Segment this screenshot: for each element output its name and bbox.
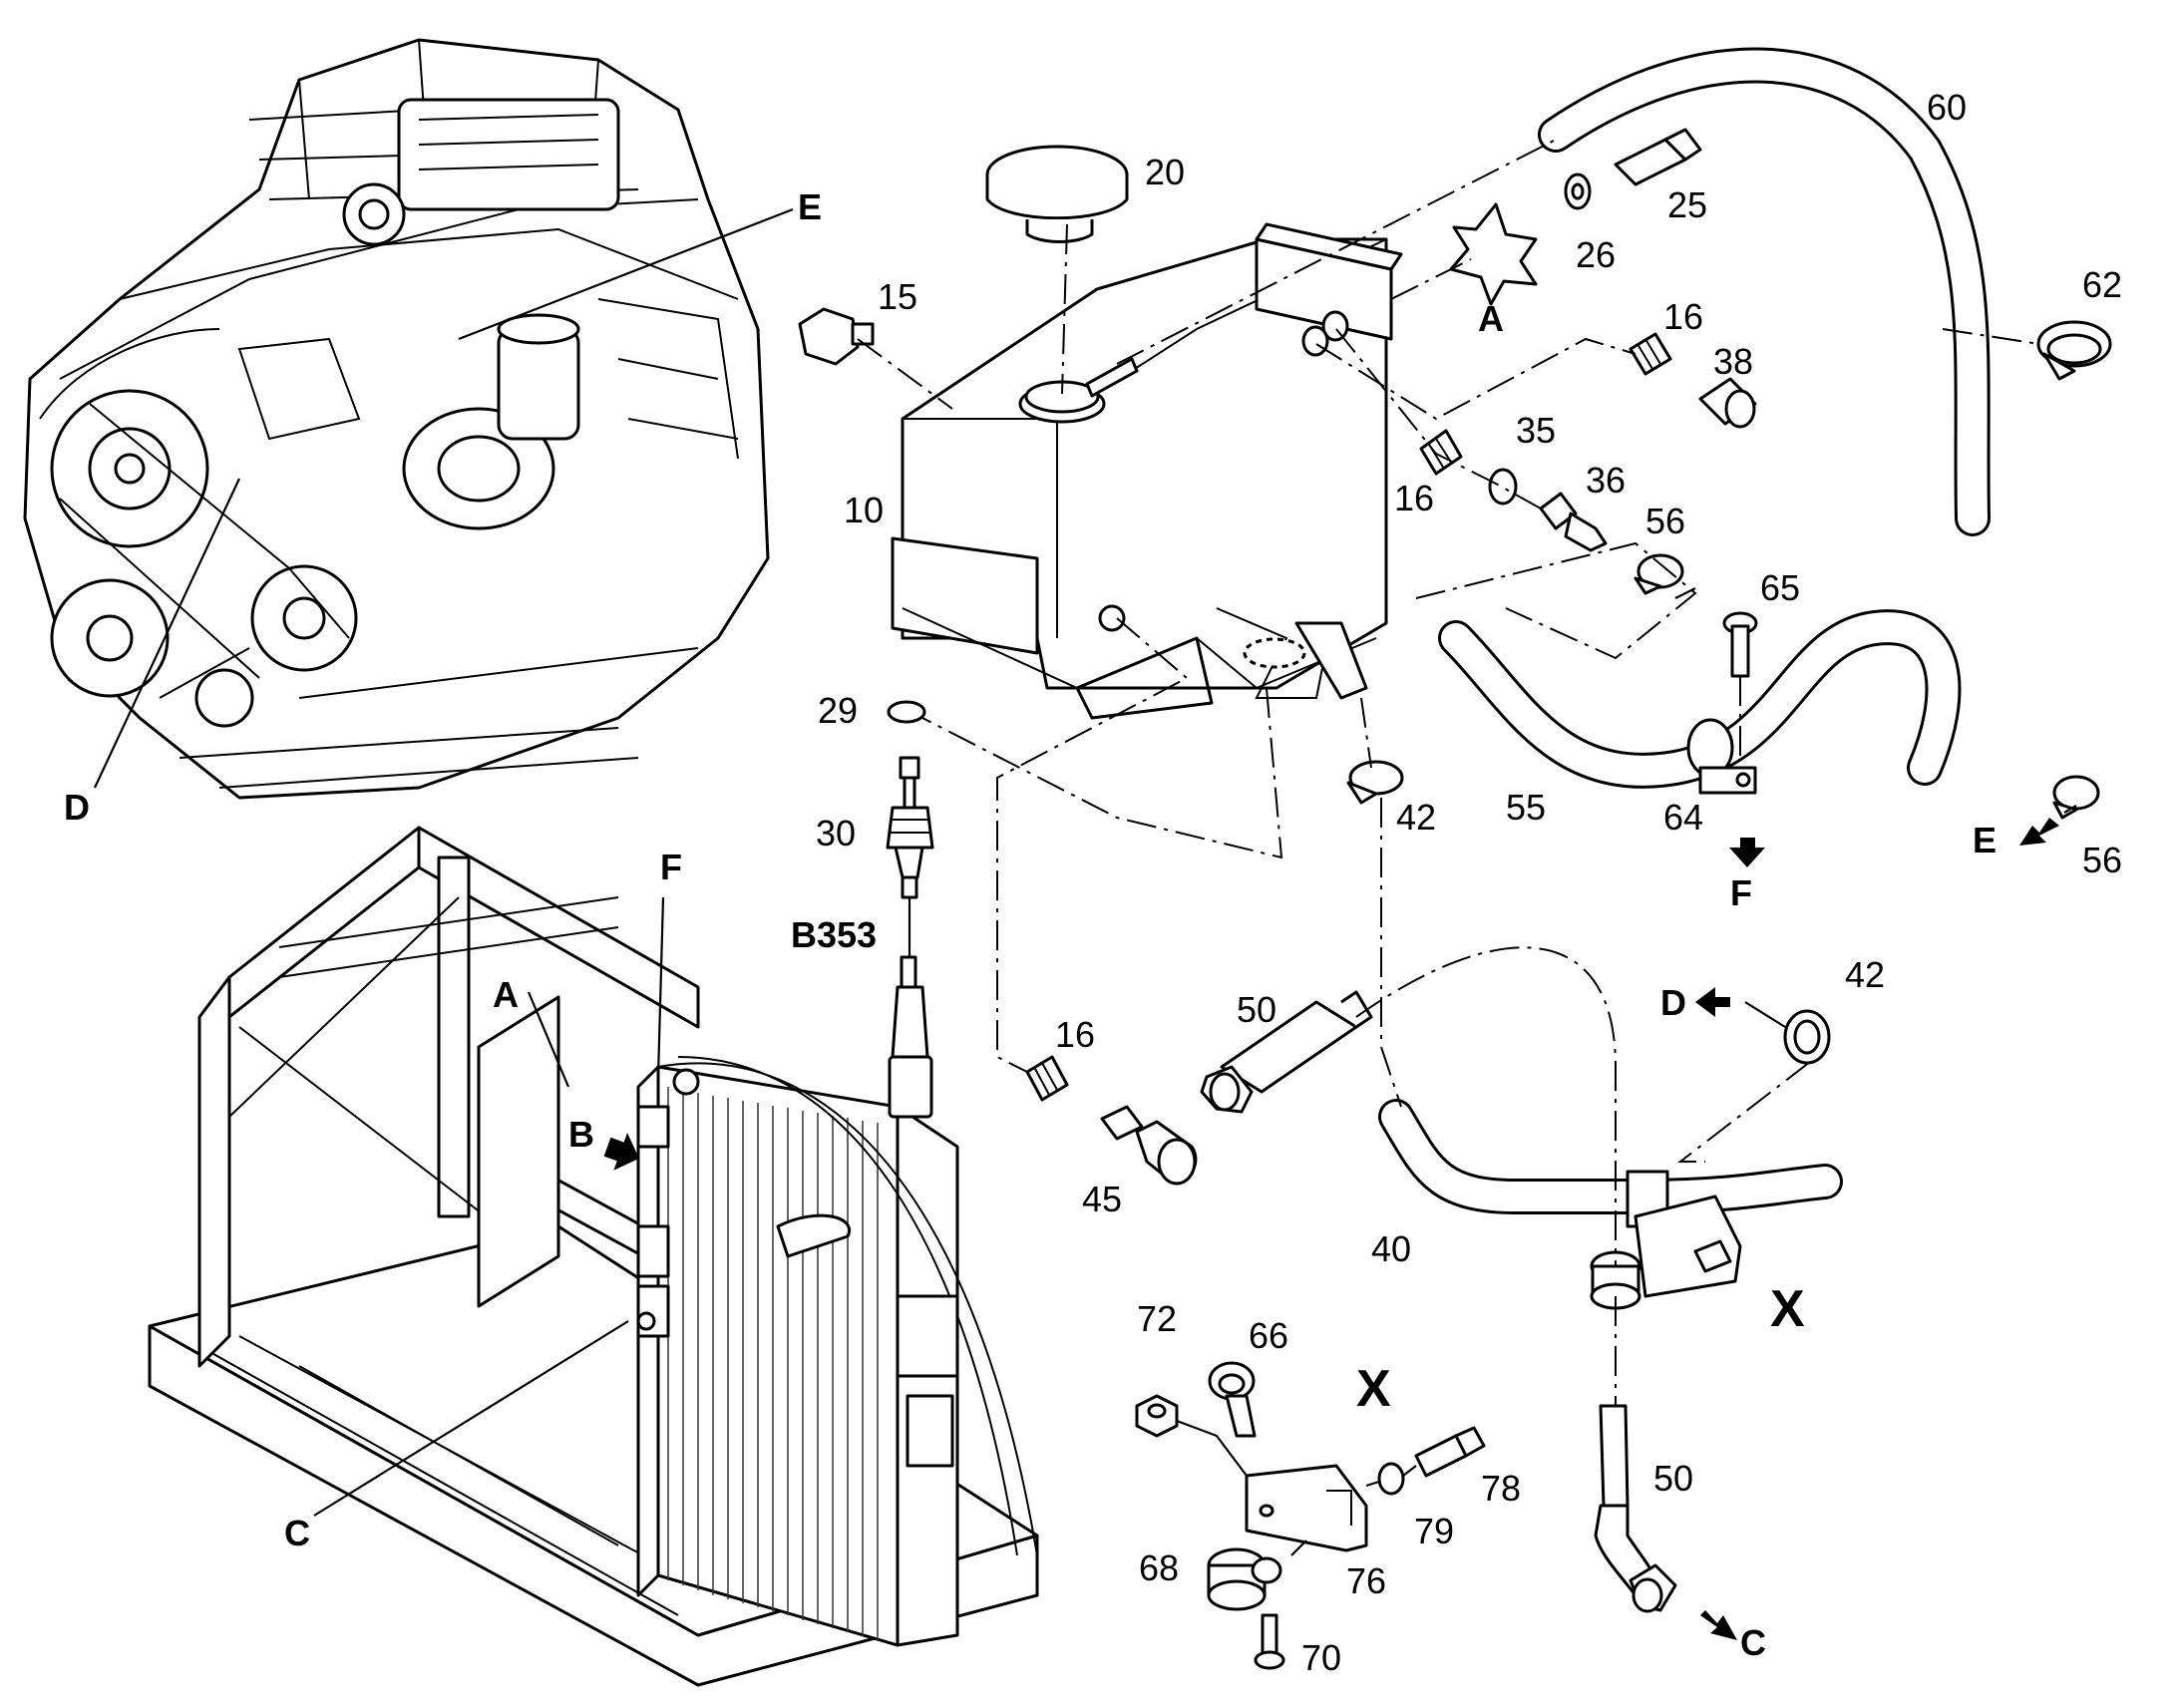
callout-79: 79 <box>1414 1511 1454 1551</box>
callout-64: 64 <box>1663 797 1703 838</box>
reference-leaders-left <box>94 207 794 1517</box>
sender-30 <box>886 702 934 1119</box>
spring-16-top <box>1629 332 1672 376</box>
callout-45: 45 <box>1082 1179 1122 1219</box>
callout-40: 40 <box>1371 1228 1411 1269</box>
callout-b353: B353 <box>791 914 877 955</box>
elbow-fitting-45 <box>1100 1105 1198 1186</box>
clamp-56-upper <box>1634 553 1684 595</box>
washer-35 <box>1488 468 1518 506</box>
callout-70: 70 <box>1301 1637 1341 1678</box>
label-d-hose: D <box>1660 982 1686 1023</box>
clip-66 <box>1208 1361 1257 1438</box>
callout-78: 78 <box>1481 1468 1521 1509</box>
callout-36: 36 <box>1586 460 1626 501</box>
callout-65: 65 <box>1760 567 1800 608</box>
callout-50-b: 50 <box>1653 1458 1693 1499</box>
bolt-78 <box>1414 1426 1486 1478</box>
callout-60: 60 <box>1927 87 1967 128</box>
callout-26: 26 <box>1576 234 1616 275</box>
clamp-62 <box>2036 320 2112 381</box>
callout-25: 25 <box>1667 184 1707 225</box>
callout-62: 62 <box>2082 264 2122 305</box>
label-x-main: X <box>1770 1280 1805 1338</box>
clamp-56-lower <box>2052 775 2100 820</box>
callout-35: 35 <box>1516 410 1556 451</box>
hose-55 <box>1438 609 1962 789</box>
label-x-detail: X <box>1356 1360 1391 1418</box>
hose-40 <box>1378 1099 1843 1228</box>
engine-illustration <box>23 38 770 800</box>
callout-38: 38 <box>1713 341 1753 382</box>
callout-55: 55 <box>1506 787 1546 828</box>
assembly-lines <box>857 139 2040 1556</box>
label-c-frame: C <box>284 1513 310 1553</box>
washer-79 <box>1377 1462 1405 1496</box>
callout-68: 68 <box>1139 1547 1179 1588</box>
label-e-hose: E <box>1973 820 1997 860</box>
washer-26 <box>1564 172 1592 210</box>
clamp-42-upper <box>1346 760 1404 805</box>
label-b-frame: B <box>568 1114 594 1155</box>
callout-42-a: 42 <box>1396 797 1436 838</box>
hose-50-upper <box>1200 990 1373 1114</box>
callout-16-a: 16 <box>1663 296 1703 337</box>
callout-10: 10 <box>844 490 884 530</box>
callout-29: 29 <box>818 690 858 731</box>
clamp-42-lower <box>1783 1009 1831 1065</box>
label-f-clamp: F <box>1730 872 1752 913</box>
label-c-hose: C <box>1740 1622 1766 1663</box>
star-nut <box>1449 202 1538 306</box>
callout-76: 76 <box>1346 1560 1386 1601</box>
drain-plug-15 <box>798 307 875 366</box>
callout-56-b: 56 <box>2082 840 2122 880</box>
callout-16-b: 16 <box>1394 478 1434 518</box>
bolt-70 <box>1254 1613 1285 1670</box>
callout-15: 15 <box>878 276 917 317</box>
bracket-76 <box>1245 1464 1368 1552</box>
callout-30: 30 <box>816 813 856 854</box>
nut-72 <box>1135 1394 1179 1438</box>
hose-60 <box>1538 47 1991 536</box>
callout-labels: 10 15 16 16 16 20 25 26 29 30 35 36 38 4… <box>791 87 2122 1678</box>
spring-16-bottom <box>1025 1055 1069 1102</box>
callout-16-c: 16 <box>1055 1014 1095 1055</box>
plug-38 <box>1698 377 1757 429</box>
label-a-frame: A <box>493 974 519 1015</box>
bolt-65 <box>1722 611 1758 678</box>
letter-labels: A A B C C D D E E F F X X <box>64 186 1997 1663</box>
expansion-tank <box>891 222 1403 720</box>
o-ring-29 <box>887 700 926 724</box>
label-d-engine: D <box>64 787 90 828</box>
callout-66: 66 <box>1249 1315 1288 1356</box>
callout-50-a: 50 <box>1237 989 1276 1030</box>
label-e-engine: E <box>798 186 822 227</box>
label-f-frame: F <box>660 847 682 887</box>
radiator-frame-illustration <box>148 826 1039 1687</box>
label-a-tank: A <box>1478 298 1504 339</box>
spring-16-mid <box>1419 429 1463 476</box>
nipple-36 <box>1539 492 1608 552</box>
hose-50-lower <box>1594 1404 1677 1613</box>
direction-arrows <box>603 587 2077 1640</box>
bolt-25 <box>1614 128 1702 186</box>
callout-56-a: 56 <box>1645 501 1685 541</box>
clip-70-body <box>1251 1556 1282 1584</box>
filler-cap <box>985 145 1129 243</box>
callout-42-b: 42 <box>1845 954 1885 995</box>
p-clamp-64 <box>1686 718 1757 795</box>
callout-20: 20 <box>1145 152 1185 192</box>
callout-72: 72 <box>1137 1298 1177 1339</box>
